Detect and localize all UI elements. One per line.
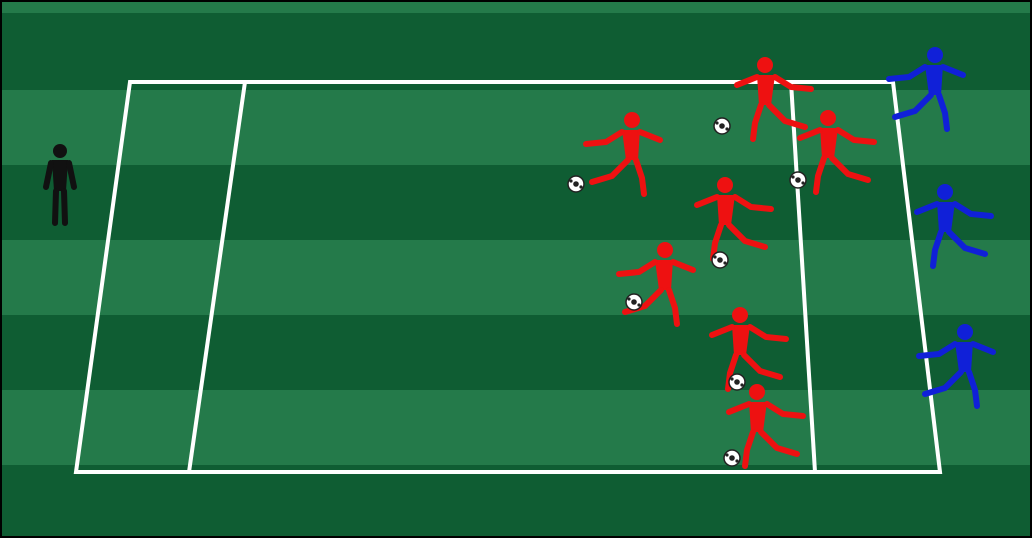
grass-stripe [0, 465, 1032, 538]
grass-stripe [0, 240, 1032, 315]
grass-stripe [0, 165, 1032, 240]
grass-stripe [0, 390, 1032, 465]
grass-stripe [0, 90, 1032, 165]
soccer-ball-icon [712, 252, 728, 268]
soccer-ball-icon [714, 118, 730, 134]
soccer-ball-icon [568, 176, 584, 192]
soccer-ball-icon [626, 294, 642, 310]
grass-stripe [0, 315, 1032, 390]
soccer-ball-icon [729, 374, 745, 390]
soccer-ball-icon [790, 172, 806, 188]
soccer-ball-icon [724, 450, 740, 466]
grass-stripe [0, 13, 1032, 90]
